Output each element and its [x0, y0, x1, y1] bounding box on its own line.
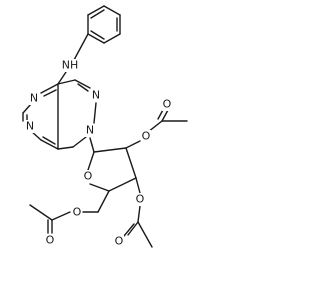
ester-oxygen-bottom-label: O: [73, 206, 82, 219]
pyrimidine-n3-label: N: [30, 92, 38, 105]
amine-nh-label: NH: [62, 59, 79, 72]
pyrazole-n1-label: N: [86, 124, 94, 137]
carbonyl-oxygen-top-label: O: [163, 98, 172, 111]
ester-oxygen-mid-label: O: [136, 193, 145, 206]
bonds: [22, 5, 188, 248]
pyrimidine-n5-label: N: [26, 120, 34, 133]
ester-oxygen-top-label: O: [142, 130, 151, 143]
carbonyl-oxygen-mid-label: O: [115, 235, 124, 248]
carbonyl-oxygen-bottom-label: O: [46, 234, 55, 247]
molecule-structure: NH N N N N O O O O O O O: [22, 5, 188, 248]
ribose-ring-oxygen-label: O: [84, 170, 93, 183]
pyrazole-n2-label: N: [92, 89, 100, 102]
atom-labels: NH N N N N O O O O O O O: [25, 59, 172, 248]
